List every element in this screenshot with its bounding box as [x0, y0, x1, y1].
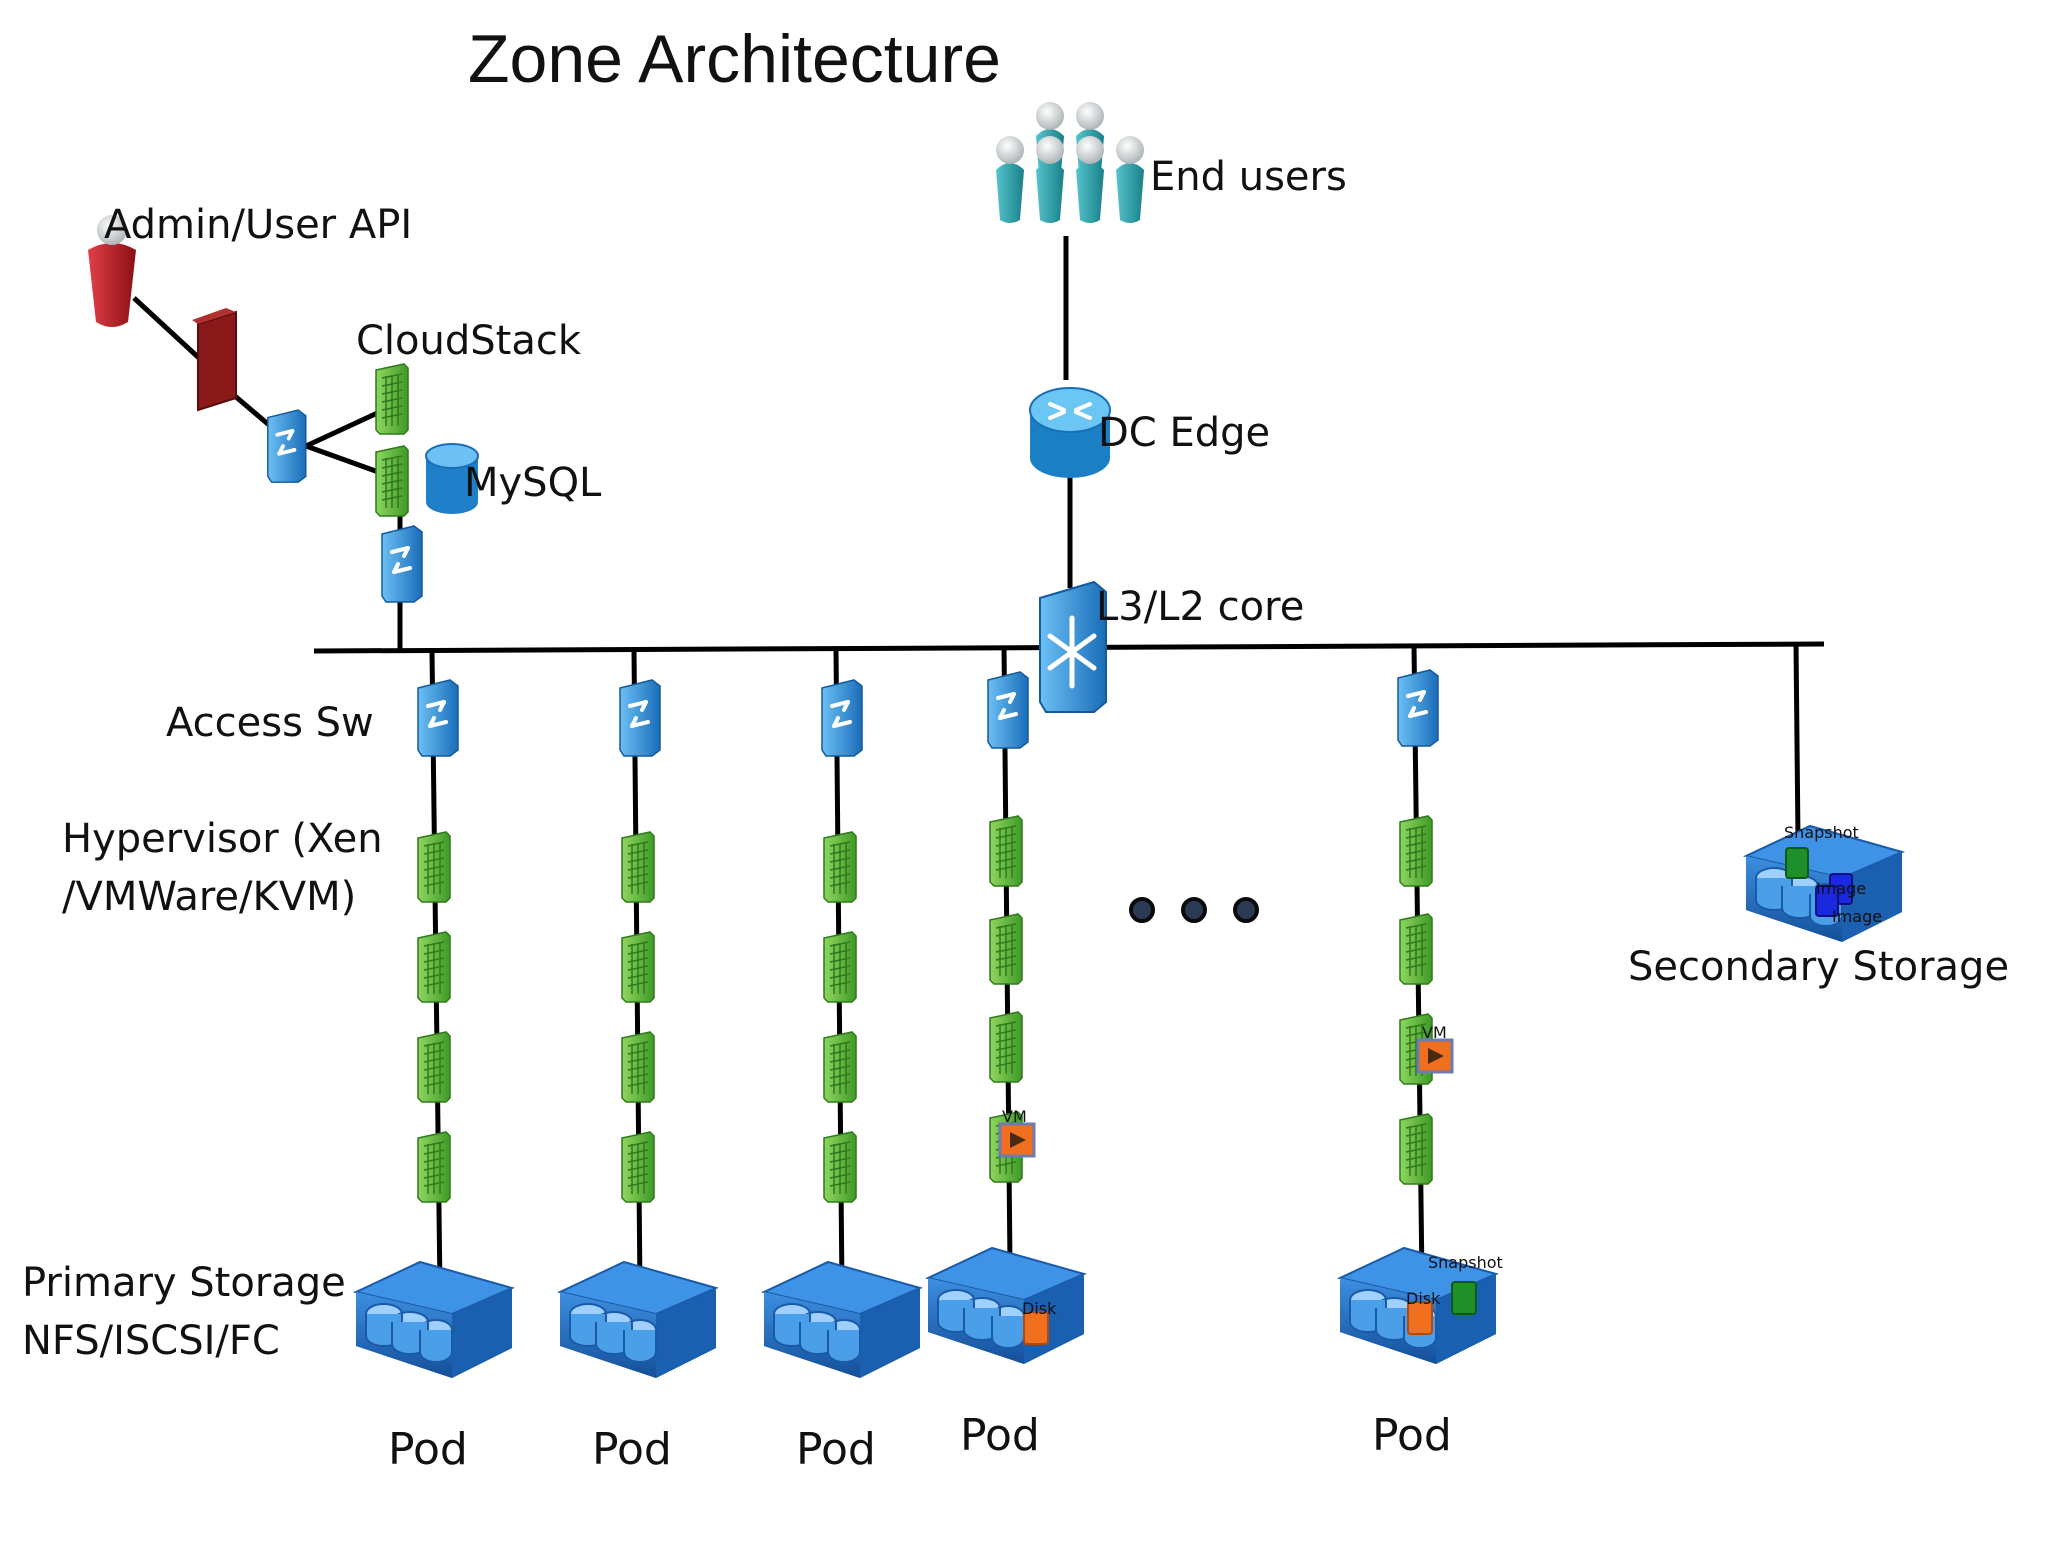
- pod-4: VM Disk Pod: [927, 670, 1085, 1461]
- snapshot-label: Snapshot: [1428, 1253, 1503, 1272]
- vm-icon: [998, 1122, 1036, 1158]
- cloudstack-server-1: [375, 363, 409, 435]
- firewall-icon: [192, 308, 237, 412]
- primary-storage-label-line2: NFS/ISCSI/FC: [22, 1318, 280, 1364]
- server-icon: [989, 1011, 1023, 1083]
- vm-icon: [1416, 1038, 1454, 1074]
- dc-edge-label: DC Edge: [1098, 410, 1270, 456]
- hypervisor-label-line1: Hypervisor (Xen: [62, 816, 383, 862]
- image-icon: [1815, 873, 1853, 917]
- server-icon: [989, 815, 1023, 887]
- snapshot-label: Snapshot: [1784, 823, 1859, 842]
- server-icon: [823, 1131, 857, 1203]
- server-icon: [417, 1031, 451, 1103]
- switch-icon: [380, 524, 424, 604]
- server-icon: [1399, 815, 1433, 887]
- pod-label: Pod: [388, 1424, 468, 1475]
- storage-array-icon: [763, 1261, 921, 1379]
- server-icon: [417, 931, 451, 1003]
- hypervisor-label-line2: /VMWare/KVM): [62, 874, 356, 920]
- image-label: Image: [1832, 907, 1882, 926]
- server-icon: [417, 831, 451, 903]
- vm-label: VM: [1002, 1107, 1027, 1126]
- switch-icon: [1396, 668, 1440, 748]
- server-icon: [1399, 913, 1433, 985]
- switch-icon: [416, 678, 460, 758]
- cloudstack-access-switch: [380, 524, 424, 604]
- disk-label: Disk: [1406, 1289, 1441, 1308]
- vm-label: VM: [1422, 1023, 1447, 1042]
- end-users-label: End users: [1150, 154, 1347, 200]
- diagram-title: Zone Architecture: [468, 21, 1001, 97]
- server-icon: [621, 931, 655, 1003]
- more-pods-ellipsis: [1129, 897, 1259, 923]
- user-icon: [88, 215, 136, 327]
- snapshot-icon: [1451, 1281, 1477, 1315]
- server-icon: [1399, 1113, 1433, 1185]
- pod-2: Pod: [559, 678, 717, 1475]
- secondary-storage-label: Secondary Storage: [1628, 944, 2009, 990]
- disk-icon: [1023, 1311, 1049, 1345]
- pod-3: Pod: [763, 678, 921, 1475]
- pod-label: Pod: [960, 1410, 1040, 1461]
- server-icon: [417, 1131, 451, 1203]
- user-icon: [1116, 136, 1144, 223]
- switch-icon: [986, 670, 1030, 750]
- switch-icon: [820, 678, 864, 758]
- end-users-group: [996, 102, 1144, 223]
- server-icon: [823, 931, 857, 1003]
- snapshot-icon: [1785, 847, 1809, 879]
- pod-label: Pod: [796, 1424, 876, 1475]
- user-icon: [1076, 136, 1104, 223]
- primary-storage-label-line1: Primary Storage: [22, 1260, 346, 1306]
- secondary-storage: Snapshot Image Image Secondary Storage: [1628, 823, 2009, 990]
- server-icon: [989, 913, 1023, 985]
- server-icon: [621, 1031, 655, 1103]
- access-switch-label: Access Sw: [166, 700, 374, 746]
- user-icon: [996, 136, 1024, 223]
- server-icon: [823, 1031, 857, 1103]
- server-icon: [823, 831, 857, 903]
- cloudstack-label: CloudStack: [356, 318, 582, 364]
- admin-switch: [265, 408, 308, 485]
- disk-icon: [1407, 1301, 1433, 1335]
- pod-1: Pod: [355, 678, 513, 1475]
- database-icon: [425, 443, 479, 514]
- server-icon: [621, 1131, 655, 1203]
- switch-icon: [265, 408, 308, 485]
- admin-user: [88, 215, 136, 327]
- router-icon: [1029, 387, 1111, 478]
- server-icon: [621, 831, 655, 903]
- cloudstack-server-2: [375, 445, 409, 517]
- storage-array-icon: [355, 1261, 513, 1379]
- mysql-label: MySQL: [464, 460, 602, 506]
- admin-api-label: Admin/User API: [104, 202, 412, 248]
- storage-array-icon: [927, 1247, 1085, 1365]
- core-switch-icon: [1039, 580, 1107, 713]
- core-label: L3/L2 core: [1096, 584, 1304, 630]
- user-icon: [1036, 136, 1064, 223]
- storage-array-icon: [559, 1261, 717, 1379]
- pod-5: VM Disk Snapshot Pod: [1339, 668, 1503, 1461]
- server-icon: [375, 363, 409, 435]
- server-icon: [375, 445, 409, 517]
- pod-label: Pod: [1372, 1410, 1452, 1461]
- image-label: Image: [1816, 879, 1866, 898]
- pod-label: Pod: [592, 1424, 672, 1475]
- switch-icon: [618, 678, 662, 758]
- disk-label: Disk: [1022, 1299, 1057, 1318]
